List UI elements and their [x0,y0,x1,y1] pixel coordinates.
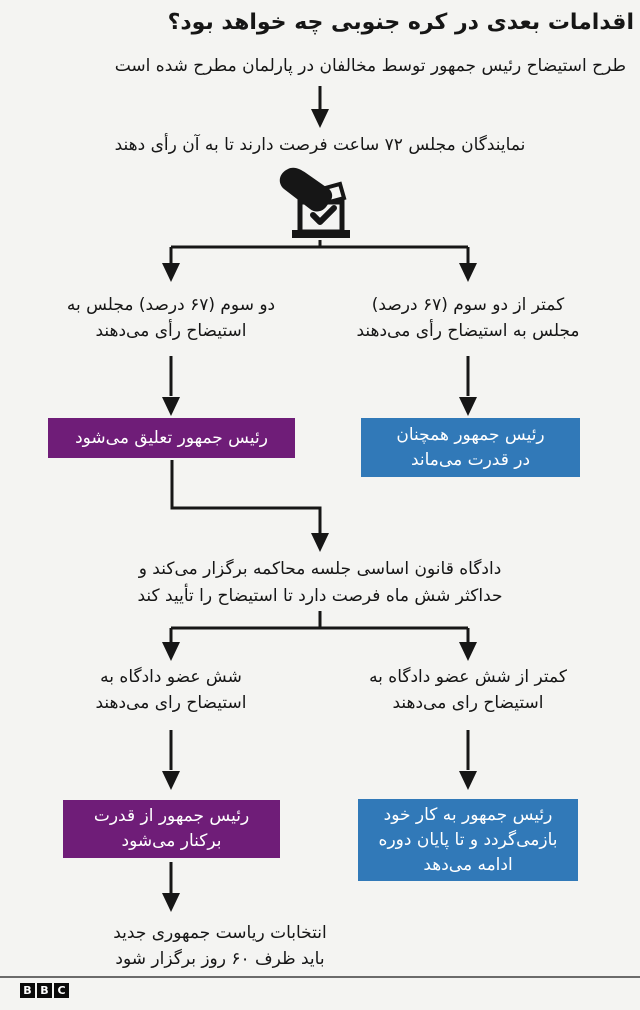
result-stays-line1: رئیس جمهور همچنان [396,424,545,445]
result-suspended-line1: رئیس جمهور تعلیق می‌شود [75,427,268,448]
branch1-left-line1: دو سوم (۶۷ درصد) مجلس به [66,295,276,315]
down-arrow-icon [459,771,477,790]
down-arrow-icon [162,263,180,282]
result-returns-line2: بازمی‌گردد و تا پایان دوره [378,829,558,850]
result-removed-box: رئیس جمهور از قدرت برکنار می‌شود [63,800,280,858]
result-suspended-box: رئیس جمهور تعلیق می‌شود [48,418,295,458]
result-stays-box: رئیس جمهور همچنان در قدرت می‌ماند [361,418,580,477]
bbc-logo-letter: B [20,983,35,998]
down-arrow-icon [162,893,180,912]
branch2-right-line2: استیضاح رای می‌دهند [392,693,544,713]
result-returns-line3: ادامه می‌دهد [423,854,513,875]
bran1-right-line2: مجلس به استیضاح رأی می‌دهند [356,321,580,341]
court-node-line2: حداکثر شش ماه فرصت دارد تا استیضاح را تأ… [137,586,503,606]
result-removed-line1: رئیس جمهور از قدرت [93,806,250,826]
vote-node-text: نمایندگان مجلس ۷۲ ساعت فرصت دارند تا به … [114,135,526,155]
election-node-line2: باید ظرف ۶۰ روز برگزار شود [115,949,325,969]
down-arrow-icon [311,109,329,128]
result-removed-line2: برکنار می‌شود [121,831,222,851]
branch2-left-label: شش عضو دادگاه به استیضاح رای می‌دهند [46,664,296,716]
footer-divider [0,976,640,978]
result-returns-box: رئیس جمهور به کار خود بازمی‌گردد و تا پا… [358,799,578,881]
down-arrow-icon [162,397,180,416]
branch2-left-line1: شش عضو دادگاه به [100,667,242,687]
result-returns-line1: رئیس جمهور به کار خود [383,804,553,825]
intro-text: طرح استیضاح رئیس جمهور توسط مخالفان در پ… [114,56,626,76]
branch1-right-line1: کمتر از دو سوم (۶۷ درصد) [371,295,565,315]
ballot-box-hand-icon [279,167,350,238]
election-node-line1: انتخابات ریاست جمهوری جدید [113,923,327,943]
branch1-right-label: کمتر از دو سوم (۶۷ درصد) مجلس به استیضاح… [343,292,593,344]
election-node-text: انتخابات ریاست جمهوری جدید باید ظرف ۶۰ ر… [95,920,345,972]
branch2-right-label: کمتر از شش عضو دادگاه به استیضاح رای می‌… [343,664,593,716]
branch1-left-line2: استیضاح رأی می‌دهند [95,321,247,341]
bbc-logo-letter: C [54,983,69,998]
result-stays-line2: در قدرت می‌ماند [410,449,531,470]
branch2-right-line1: کمتر از شش عضو دادگاه به [369,667,567,687]
bbc-logo-letter: B [37,983,52,998]
bbc-logo: B B C [20,983,69,998]
down-arrow-icon [311,533,329,552]
branch2-left-line2: استیضاح رای می‌دهند [95,693,247,713]
down-arrow-icon [459,397,477,416]
down-arrow-icon [162,642,180,661]
down-arrow-icon [459,642,477,661]
page-title: اقدامات بعدی در کره جنوبی چه خواهد بود؟ [167,10,634,35]
down-arrow-icon [162,771,180,790]
court-node-line1: دادگاه قانون اساسی جلسه محاکمه برگزار می… [138,559,502,579]
down-arrow-icon [459,263,477,282]
branch1-left-label: دو سوم (۶۷ درصد) مجلس به استیضاح رأی می‌… [46,292,296,344]
court-node-text: دادگاه قانون اساسی جلسه محاکمه برگزار می… [0,556,640,610]
